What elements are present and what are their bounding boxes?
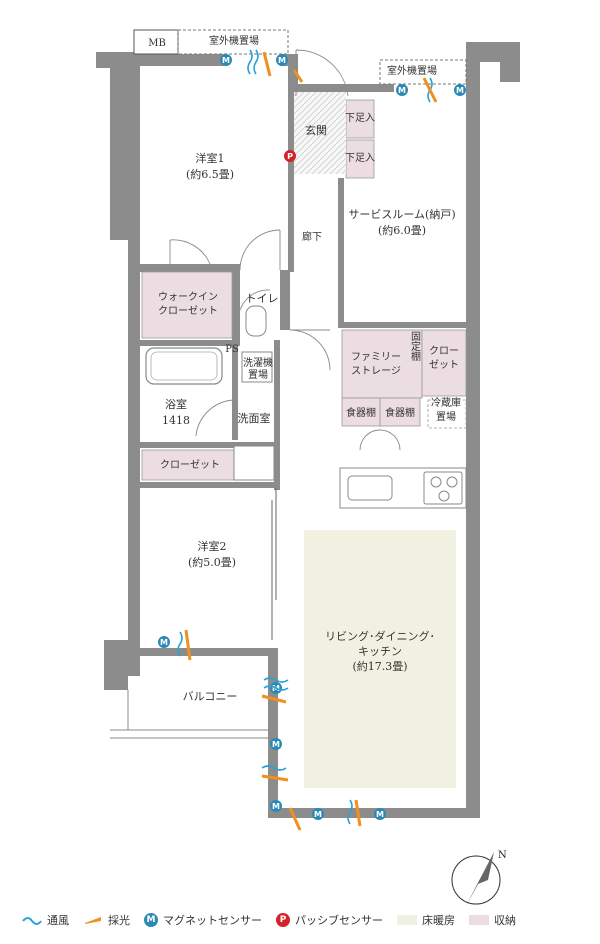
ps-label: PS	[225, 344, 239, 355]
magnet-sensors	[158, 54, 466, 820]
room1-label: 洋室1	[196, 151, 225, 165]
magnet-sensor-icon	[220, 54, 232, 66]
magnet-sensor-icon	[374, 808, 386, 820]
service-room-label: サービスルーム(納戸)	[348, 208, 455, 221]
storage-swatch	[469, 915, 489, 925]
cupboard-label-1: 食器棚	[346, 406, 376, 419]
sliding-doors	[271, 488, 277, 640]
svg-text:M: M	[398, 86, 406, 95]
floor-heating-swatch	[397, 915, 417, 925]
outdoor-unit-label-1: 室外機置場	[209, 34, 259, 47]
compass-north-label: N	[498, 850, 507, 861]
svg-text:M: M	[314, 810, 322, 819]
walk-in-closet-label-1: ウォークイン	[158, 291, 218, 303]
svg-text:M: M	[278, 56, 286, 65]
toilet-fixture	[245, 305, 267, 337]
room1-size: (約6.5畳)	[186, 167, 234, 181]
stove-icon	[423, 471, 463, 505]
bath-size: 1418	[162, 414, 190, 427]
svg-text:M: M	[272, 802, 280, 811]
ventilation-marks	[177, 49, 433, 825]
magnet-sensor-icon	[396, 84, 408, 96]
fixed-shelf-label: 固定棚	[409, 331, 421, 362]
closet2-label-2: ゼット	[429, 359, 459, 371]
room2-label: 洋室2	[198, 539, 227, 553]
washroom-label: 洗面室	[238, 411, 271, 425]
outdoor-unit-box-2	[379, 59, 467, 85]
legend-daylight: 採光	[83, 912, 130, 928]
family-storage-label-2: ストレージ	[351, 366, 401, 377]
ldk-size: (約17.3畳)	[352, 659, 407, 673]
daylight-marks	[184, 51, 438, 831]
washer-label-1: 洗濯機	[243, 356, 273, 369]
mb-box	[133, 29, 179, 55]
magnet-sensor-icon	[312, 808, 324, 820]
room-labels: MB 室外機置場 室外機置場 洋室1 (約6.5畳) 玄関 下足入 下足入 廊下…	[148, 34, 461, 703]
svg-text:M: M	[160, 638, 168, 647]
magnet-sensor-icon	[454, 84, 466, 96]
fridge-label-1: 冷蔵庫	[431, 396, 461, 409]
legend-ventilation: 通風	[22, 912, 69, 928]
toilet-label: トイレ	[246, 292, 279, 305]
entrance-floor	[294, 92, 346, 174]
ventilation-icon	[22, 917, 42, 925]
hallway-label: 廊下	[302, 230, 322, 243]
legend-magnet-sensor: M マグネットセンサー	[144, 912, 262, 928]
passive-sensor-icon	[284, 150, 296, 162]
passive-sensor-label: P	[287, 152, 293, 161]
floor-heating-area	[304, 530, 456, 788]
fridge-label-2: 置場	[436, 410, 456, 423]
shoe-box-label-2: 下足入	[345, 152, 375, 164]
family-storage-label-1: ファミリー	[351, 352, 401, 363]
closet-label: クローゼット	[160, 459, 220, 471]
shoe-box-label-1: 下足入	[345, 112, 375, 124]
bathtub	[145, 347, 223, 385]
legend-passive-sensor: P パッシブセンサー	[276, 912, 383, 928]
entrance-label: 玄関	[305, 123, 327, 137]
compass-icon: N	[451, 850, 507, 906]
ldk-label-2: キッチン	[358, 645, 402, 658]
bath-label: 浴室	[165, 397, 187, 411]
daylight-icon	[85, 917, 101, 924]
service-room-size: (約6.0畳)	[378, 223, 426, 237]
magnet-icon: M	[144, 913, 158, 927]
wash-basin	[233, 445, 275, 481]
doors	[169, 49, 401, 451]
magnet-sensor-icon	[158, 636, 170, 648]
closet2-label-1: クロー	[429, 345, 459, 357]
room2-size: (約5.0畳)	[188, 555, 236, 569]
passive-icon: P	[276, 913, 290, 927]
svg-text:M: M	[272, 740, 280, 749]
balcony-label: バルコニー	[183, 690, 238, 703]
legend-storage: 収納	[469, 912, 516, 928]
fridge-place	[427, 399, 467, 429]
washer-label-2: 置場	[248, 368, 268, 381]
magnet-sensor-icon	[276, 54, 288, 66]
walk-in-closet-label-2: クローゼット	[158, 305, 218, 317]
svg-text:M: M	[376, 810, 384, 819]
legend: 通風 採光 M マグネットセンサー P パッシブセンサー 床暖房 収納	[22, 908, 592, 932]
magnet-sensor-icon	[270, 800, 282, 812]
svg-text:M: M	[456, 86, 464, 95]
cupboard-label-2: 食器棚	[385, 406, 415, 419]
mb-label: MB	[148, 38, 166, 49]
balcony-outline	[110, 690, 268, 739]
legend-floor-heating: 床暖房	[397, 912, 455, 928]
ldk-label-1: リビング･ダイニング･	[325, 629, 435, 643]
walls	[96, 42, 520, 818]
svg-text:M: M	[222, 56, 230, 65]
washer-place	[241, 351, 273, 383]
magnet-sensor-icon	[270, 738, 282, 750]
outdoor-unit-box-1	[177, 29, 289, 55]
outdoor-unit-label-2: 室外機置場	[387, 64, 437, 77]
